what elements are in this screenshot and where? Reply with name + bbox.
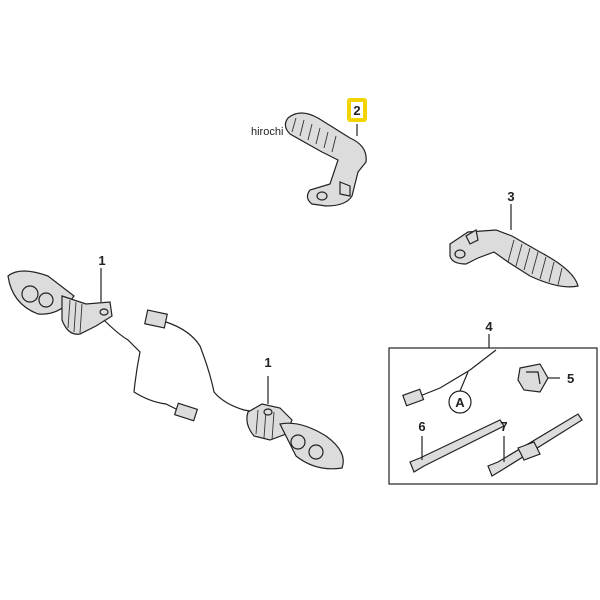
callout-6: 6 <box>418 419 425 434</box>
callout-5: 5 <box>567 371 574 386</box>
callout-1-left: 1 <box>98 253 105 268</box>
detail-box <box>388 334 598 485</box>
callout-a: A <box>448 371 472 414</box>
part-2-footrest <box>284 112 367 207</box>
part-4-cable <box>402 349 497 407</box>
callout-4: 4 <box>485 319 493 334</box>
part-3-footrest <box>449 204 579 288</box>
callout-2: 2 <box>353 103 360 118</box>
callout-a-label: A <box>455 395 465 410</box>
callout-7: 7 <box>500 419 507 434</box>
callout-3: 3 <box>507 189 514 204</box>
part-1-turn-signal-left <box>7 268 199 422</box>
callout-1-right: 1 <box>264 355 271 370</box>
part-1-turn-signal-right <box>246 376 344 470</box>
part-5-clip <box>517 363 560 393</box>
watermark: hirochi <box>251 126 283 138</box>
part-6-cable-tie <box>409 419 505 473</box>
connector-plug <box>144 309 257 413</box>
part-7-cable-tie <box>487 413 583 477</box>
